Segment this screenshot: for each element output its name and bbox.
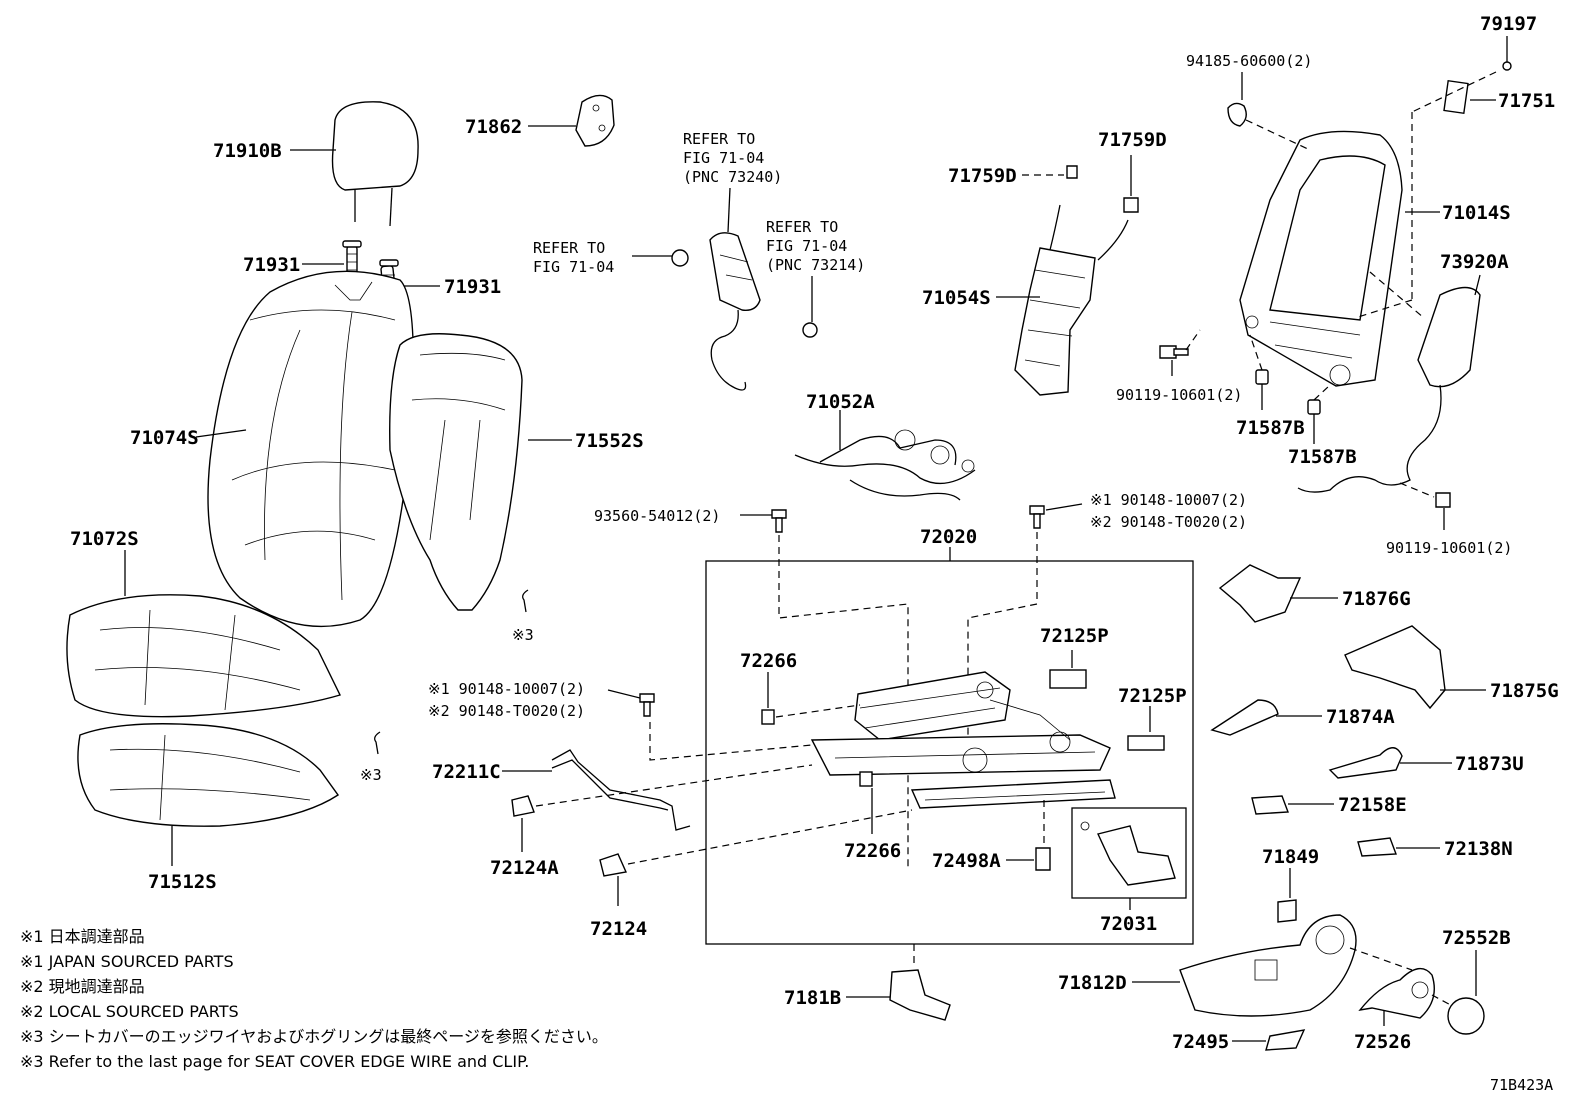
clip-72158E — [1251, 795, 1289, 815]
bolt-top-line2[interactable]: ※2 90148-T0020(2) — [1090, 513, 1247, 531]
label-71812D[interactable]: 71812D — [1058, 972, 1127, 994]
label-72124[interactable]: 72124 — [590, 918, 647, 940]
cover-71874A — [1210, 699, 1279, 736]
ref1-line2: FIG 71-04 — [683, 149, 764, 167]
label-71072S[interactable]: 71072S — [70, 528, 139, 550]
cover-71876G — [1218, 564, 1302, 623]
cover-71875G — [1344, 625, 1446, 710]
clip-72495 — [1265, 1029, 1306, 1051]
label-90119-b[interactable]: 90119-10601(2) — [1386, 539, 1512, 557]
label-72526[interactable]: 72526 — [1354, 1031, 1411, 1053]
bolt-top-line1[interactable]: ※1 90148-10007(2) — [1090, 491, 1247, 509]
cap-72552B — [1447, 997, 1485, 1035]
cap-71849 — [1277, 899, 1297, 923]
label-72125P-b[interactable]: 72125P — [1118, 685, 1187, 707]
figure-id: 71B423A — [1490, 1076, 1553, 1094]
label-93560-54012[interactable]: 93560-54012(2) — [594, 507, 720, 525]
label-71759D-a[interactable]: 71759D — [948, 165, 1017, 187]
label-71875G[interactable]: 71875G — [1490, 680, 1559, 702]
bolt-left-line2[interactable]: ※2 90148-T0020(2) — [428, 702, 585, 720]
clip-72138N — [1357, 837, 1397, 857]
note-3-jp: ※3 シートカバーのエッジワイヤおよびホグリングは最終ページを参照ください。 — [20, 1027, 608, 1046]
label-72498A[interactable]: 72498A — [932, 850, 1001, 872]
seatback-pad-71552S — [389, 333, 523, 611]
label-71873U[interactable]: 71873U — [1455, 753, 1524, 775]
label-71512S[interactable]: 71512S — [148, 871, 217, 893]
subbox-72031 — [1071, 807, 1187, 899]
label-72138N[interactable]: 72138N — [1444, 838, 1513, 860]
ref3-line1: REFER TO — [766, 218, 838, 236]
lumbar-support-71054S — [1014, 204, 1129, 396]
label-72020[interactable]: 72020 — [920, 526, 977, 548]
label-71876G[interactable]: 71876G — [1342, 588, 1411, 610]
label-72125P-a[interactable]: 72125P — [1040, 625, 1109, 647]
label-71931-b[interactable]: 71931 — [444, 276, 501, 298]
cushion-cover-71072S — [66, 594, 341, 718]
seat-adjuster-72020 — [810, 671, 1116, 809]
label-72211C[interactable]: 72211C — [432, 761, 501, 783]
label-71587B-b[interactable]: 71587B — [1288, 446, 1357, 468]
seat-belt-buckle — [709, 232, 761, 391]
label-71054S[interactable]: 71054S — [922, 287, 991, 309]
label-72495[interactable]: 72495 — [1172, 1031, 1229, 1053]
cushion-pad-71512S — [77, 723, 339, 827]
label-72124A[interactable]: 72124A — [490, 857, 559, 879]
label-7181B[interactable]: 7181B — [784, 987, 841, 1009]
headrest-drawing — [331, 101, 419, 227]
note-1-jp: ※1 日本調達部品 — [20, 927, 145, 946]
label-72266-a[interactable]: 72266 — [740, 650, 797, 672]
label-73920A[interactable]: 73920A — [1440, 251, 1509, 273]
label-71014S[interactable]: 71014S — [1442, 202, 1511, 224]
note-2-jp: ※2 現地調達部品 — [20, 977, 145, 996]
label-71552S[interactable]: 71552S — [575, 430, 644, 452]
label-72266-b[interactable]: 72266 — [844, 840, 901, 862]
rod-72211C — [551, 749, 691, 831]
cover-72526 — [1358, 967, 1435, 1019]
bracket-7181B — [889, 969, 951, 1021]
label-79197[interactable]: 79197 — [1480, 13, 1537, 35]
side-airbag-73920A — [1297, 286, 1481, 493]
bolt-left-line1[interactable]: ※1 90148-10007(2) — [428, 680, 585, 698]
label-71874A[interactable]: 71874A — [1326, 706, 1395, 728]
ref2-line2: FIG 71-04 — [533, 258, 614, 276]
shield-71812D — [1179, 914, 1357, 1017]
label-71052A[interactable]: 71052A — [806, 391, 875, 413]
ref3-line3: (PNC 73214) — [766, 256, 865, 274]
note-3-en: ※3 Refer to the last page for SEAT COVER… — [20, 1052, 529, 1071]
mark-3-a: ※3 — [512, 626, 534, 644]
label-71862[interactable]: 71862 — [465, 116, 522, 138]
label-94185-60600[interactable]: 94185-60600(2) — [1186, 52, 1312, 70]
label-71587B-a[interactable]: 71587B — [1236, 417, 1305, 439]
ref1-line1: REFER TO — [683, 130, 755, 148]
label-71759D-b[interactable]: 71759D — [1098, 129, 1167, 151]
label-72158E[interactable]: 72158E — [1338, 794, 1407, 816]
ref1-line3: (PNC 73240) — [683, 168, 782, 186]
label-90119-a[interactable]: 90119-10601(2) — [1116, 386, 1242, 404]
ref2-line1: REFER TO — [533, 239, 605, 257]
label-71931-a[interactable]: 71931 — [243, 254, 300, 276]
label-72552B[interactable]: 72552B — [1442, 927, 1511, 949]
cover-71862 — [575, 94, 615, 147]
label-71910B[interactable]: 71910B — [213, 140, 282, 162]
label-71751[interactable]: 71751 — [1498, 90, 1555, 112]
seatback-cover-71074S — [207, 270, 415, 628]
cover-71873U — [1328, 747, 1403, 779]
wire-harness-71052A — [794, 429, 976, 501]
label-71849[interactable]: 71849 — [1262, 846, 1319, 868]
ref3-line2: FIG 71-04 — [766, 237, 847, 255]
label-72031[interactable]: 72031 — [1100, 913, 1157, 935]
label-71074S[interactable]: 71074S — [130, 427, 199, 449]
bracket-72031 — [1080, 821, 1176, 886]
seatback-frame-71014S — [1239, 130, 1403, 387]
note-2-en: ※2 LOCAL SOURCED PARTS — [20, 1002, 239, 1021]
note-1-en: ※1 JAPAN SOURCED PARTS — [20, 952, 234, 971]
mark-3-b: ※3 — [360, 766, 382, 784]
